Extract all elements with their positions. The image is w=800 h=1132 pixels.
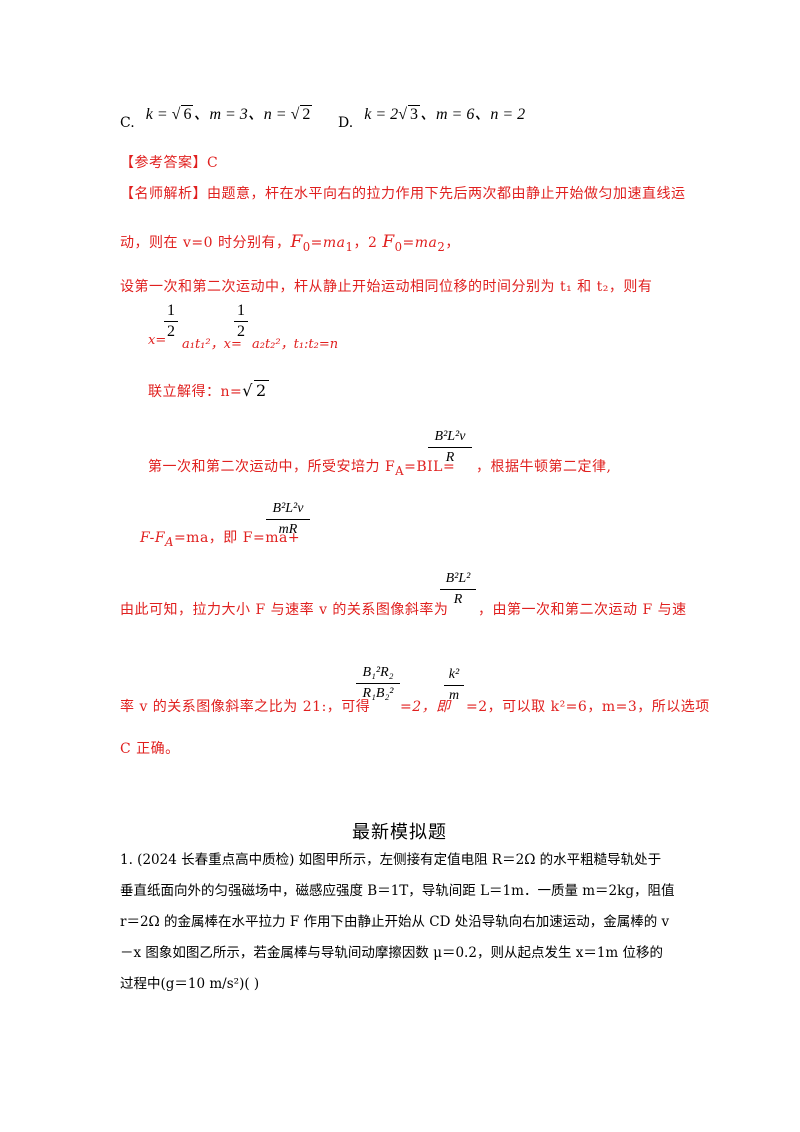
fraction-half-2: 1 2: [234, 302, 248, 341]
analysis-line-4a: x=: [148, 333, 167, 348]
question-line-5: 过程中(g＝10 m/s²)( ): [120, 976, 260, 992]
option-c-label: C.: [120, 115, 135, 131]
analysis-line-4b: a₁t₁²，x=: [182, 337, 242, 352]
option-d-expr: k = 2√3、m = 6、n = 2: [364, 105, 526, 123]
analysis-line-7: F-FA=ma，即 F=ma+: [140, 530, 301, 549]
analysis-line-1: 【名师解析】由题意，杆在水平向右的拉力作用下先后两次都由静止开始做匀加速直线运: [120, 186, 686, 202]
option-c: C. k = √6、m = 3、n = √2: [120, 100, 313, 131]
analysis-line-9-mid: =2，即: [400, 699, 451, 715]
question-line-4: －x 图象如图乙所示，若金属棒与导轨间动摩擦因数 μ＝0.2，则从起点发生 x＝…: [120, 945, 664, 961]
question-line-2: 垂直纸面向外的匀强磁场中，磁感应强度 B＝1T，导轨间距 L＝1m．一质量 m＝…: [120, 883, 675, 899]
analysis-line-5: 联立解得：n=√2: [148, 380, 269, 400]
fraction-ampere-force: B²L²v R: [428, 428, 472, 467]
fraction-k-squared: k² m: [444, 666, 464, 705]
analysis-line-10: C 正确。: [120, 741, 180, 757]
question-line-3: r＝2Ω 的金属棒在水平拉力 F 作用下由静止开始从 CD 处沿导轨向右加速运动…: [120, 914, 670, 930]
analysis-line-9: 率 v 的关系图像斜率之比为 21:，可得: [120, 699, 371, 715]
analysis-line-8: 由此可知，拉力大小 F 与速率 v 的关系图像斜率为: [120, 602, 449, 618]
question-line-1: 1. (2024 长春重点高中质检) 如图甲所示，左侧接有定值电阻 R＝2Ω 的…: [120, 852, 662, 868]
option-d-label: D.: [338, 115, 354, 131]
fraction-slope: B²L² R: [440, 570, 476, 609]
fraction-ratio: B₁²R₂ R₁B₂²: [356, 664, 400, 703]
fraction-newton: B²L²v mR: [266, 500, 310, 539]
analysis-line-4c: a₂t₂²，t₁:t₂=n: [252, 337, 339, 352]
analysis-line-2: 动，则在 v=0 时分别有，F0=ma1，2 F0=ma2，: [120, 232, 460, 254]
analysis-line-6: 第一次和第二次运动中，所受安培力 FA=BIL=: [148, 459, 456, 478]
analysis-line-9-post: =2，可以取 k²=6，m=3，所以选项: [466, 699, 710, 715]
answer-label: 【参考答案】C: [120, 155, 219, 171]
option-d: D. k = 2√3、m = 6、n = 2: [338, 100, 526, 131]
analysis-line-6-post: ，根据牛顿第二定律,: [476, 459, 612, 475]
option-c-expr: k = √6、m = 3、n = √2: [145, 105, 313, 123]
analysis-line-8-post: ，由第一次和第二次运动 F 与速: [478, 602, 687, 618]
fraction-half-1: 1 2: [164, 302, 178, 341]
section-title: 最新模拟题: [352, 822, 447, 842]
analysis-line-3: 设第一次和第二次运动中，杆从静止开始运动相同位移的时间分别为 t₁ 和 t₂，则…: [120, 279, 653, 295]
